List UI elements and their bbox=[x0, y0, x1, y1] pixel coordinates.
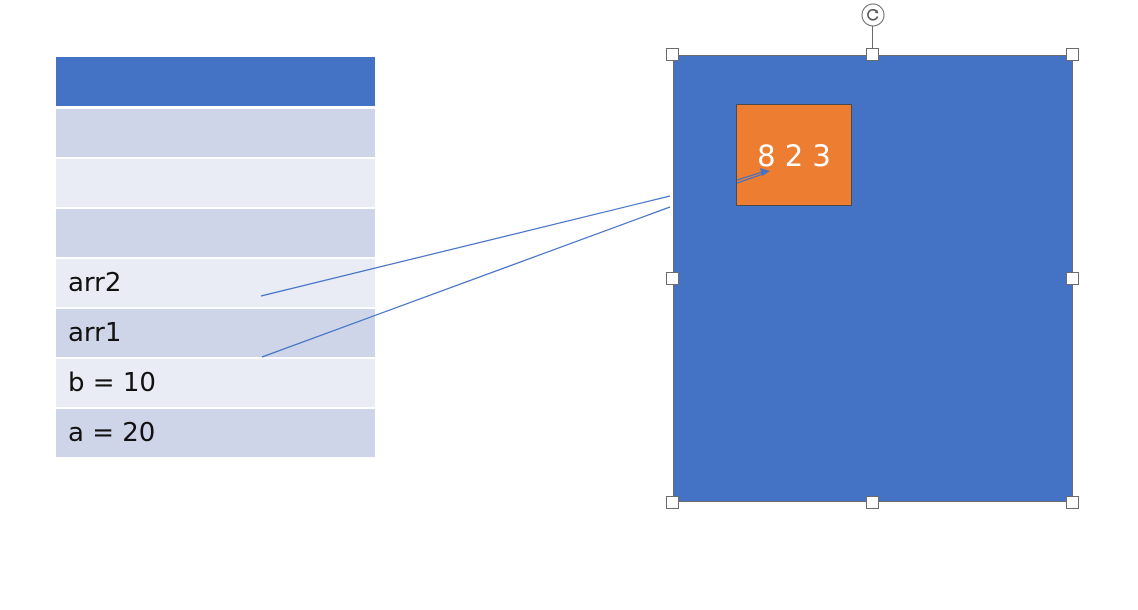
resize-handle-top-middle[interactable] bbox=[866, 48, 879, 61]
array-object[interactable]: 8 2 3 bbox=[736, 104, 852, 206]
resize-handle-bottom-right[interactable] bbox=[1066, 496, 1079, 509]
stack-row-empty-3 bbox=[56, 209, 375, 259]
heap-rectangle[interactable] bbox=[673, 55, 1073, 502]
resize-handle-bottom-middle[interactable] bbox=[866, 496, 879, 509]
stack-row-label: a = 20 bbox=[68, 418, 156, 448]
rotate-icon[interactable] bbox=[861, 3, 885, 27]
stack-row-b: b = 10 bbox=[56, 359, 375, 409]
stack-row-arr1: arr1 bbox=[56, 309, 375, 359]
stack-row-label: arr2 bbox=[68, 268, 122, 298]
stack-table: arr2 arr1 b = 10 a = 20 bbox=[56, 57, 375, 459]
stack-row-empty-1 bbox=[56, 109, 375, 159]
resize-handle-bottom-left[interactable] bbox=[666, 496, 679, 509]
stack-row-label: arr1 bbox=[68, 318, 122, 348]
array-values: 8 2 3 bbox=[757, 139, 831, 173]
stack-row-empty-2 bbox=[56, 159, 375, 209]
resize-handle-middle-right[interactable] bbox=[1066, 272, 1079, 285]
resize-handle-top-left[interactable] bbox=[666, 48, 679, 61]
stack-row-a: a = 20 bbox=[56, 409, 375, 459]
resize-handle-middle-left[interactable] bbox=[666, 272, 679, 285]
stack-row-label: b = 10 bbox=[68, 368, 156, 398]
rotate-stem bbox=[872, 26, 873, 48]
stack-row-arr2: arr2 bbox=[56, 259, 375, 309]
stack-header bbox=[56, 57, 375, 109]
resize-handle-top-right[interactable] bbox=[1066, 48, 1079, 61]
